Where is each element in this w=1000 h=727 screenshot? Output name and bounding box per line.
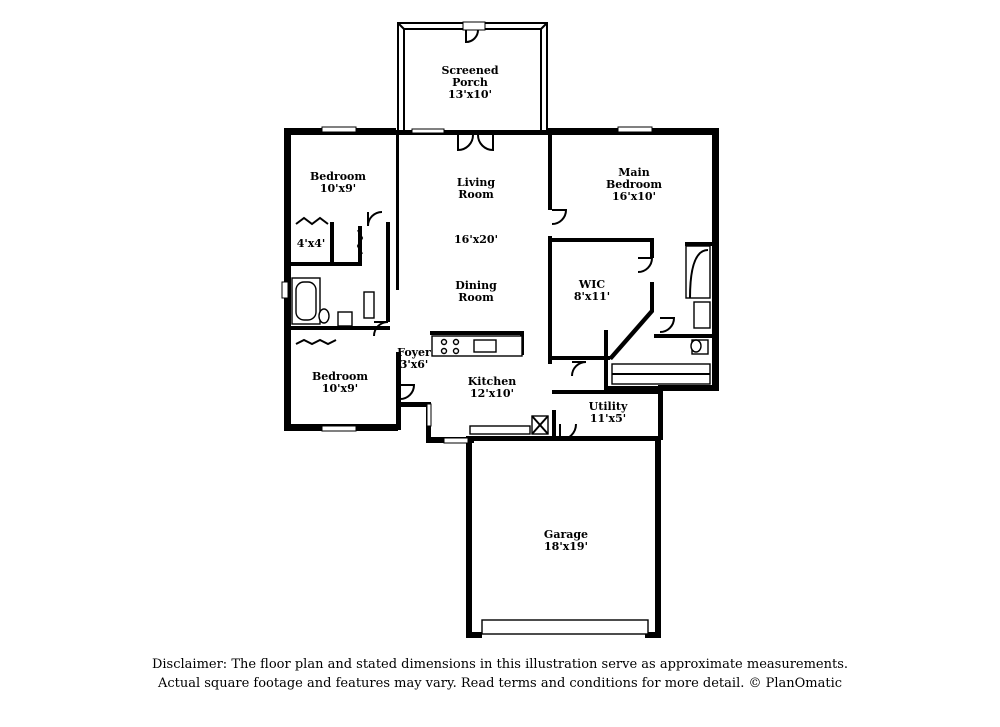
screened-porch-dims: 13'x10' [448,88,492,101]
bedroom-2-label: Bedroom [312,370,368,383]
screened-porch-label: Screened [441,64,498,77]
dining-room-label-2: Room [458,291,494,304]
screened-porch-walls [397,21,548,130]
garage-dims: 18'x19' [544,540,588,553]
bedroom-1-dims: 10'x9' [320,182,356,195]
utility-dims: 11'x5' [590,412,626,425]
kitchen-dims: 12'x10' [470,387,514,400]
bedroom-1-label: Bedroom [310,170,366,183]
dining-room-label: Dining [455,279,497,292]
living-dining-dims: 16'x20' [454,233,498,246]
disclaimer-line-2: Actual square footage and features may v… [157,676,843,691]
main-bedroom-label: Main [618,166,649,179]
screened-porch-label-2: Porch [452,76,488,89]
foyer-label: Foyer [397,346,431,359]
wic-dims: 8'x11' [574,290,610,303]
main-bedroom-dims: 16'x10' [612,190,656,203]
utility-label: Utility [589,400,628,413]
room-labels: Screened Porch 13'x10' Bedroom 10'x9' 4'… [297,64,663,553]
foyer-dims: 3'x6' [400,358,429,371]
garage-label: Garage [544,528,588,541]
closet-dims: 4'x4' [297,237,326,250]
wic-label: WIC [578,278,605,291]
interior-walls [290,130,714,436]
main-bedroom-label-2: Bedroom [606,178,662,191]
doors [295,134,676,442]
kitchen-label: Kitchen [468,375,517,388]
bedroom-2-dims: 10'x9' [322,382,358,395]
living-room-label-2: Room [458,188,494,201]
living-room-label: Living [457,176,495,189]
fixtures [291,245,711,435]
disclaimer-line-1: Disclaimer: The floor plan and stated di… [151,657,849,672]
windows [281,126,653,635]
